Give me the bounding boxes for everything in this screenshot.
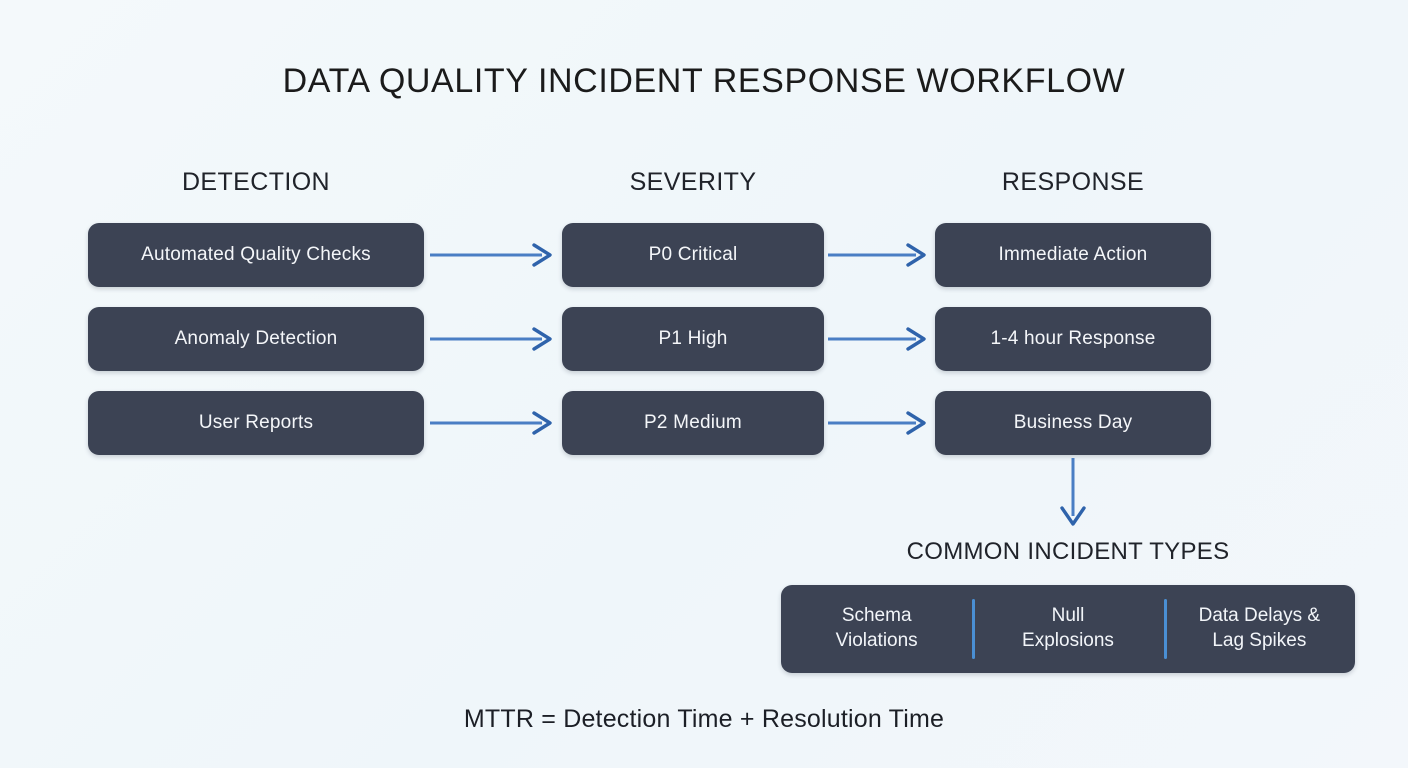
incident-types-label: COMMON INCIDENT TYPES xyxy=(906,538,1230,565)
incident-type-line1: Null xyxy=(1051,605,1085,627)
response-box-3[interactable]: Business Day xyxy=(935,391,1211,455)
arrow-right-icon xyxy=(828,327,926,351)
arrow-severity-to-response-2 xyxy=(828,327,932,351)
arrow-detection-to-severity-3 xyxy=(430,411,558,435)
column-header-response: RESPONSE xyxy=(1001,168,1145,196)
arrow-detection-to-severity-2 xyxy=(430,327,558,351)
incident-type-line1: Schema xyxy=(841,605,912,627)
mttr-formula: MTTR = Detection Time + Resolution Time xyxy=(463,705,945,733)
arrow-detection-to-severity-1 xyxy=(430,243,558,267)
arrow-down-icon xyxy=(1060,458,1086,526)
incident-type-line1: Data Delays & xyxy=(1198,605,1321,627)
severity-box-2[interactable]: P1 High xyxy=(562,307,824,371)
page-title: DATA QUALITY INCIDENT RESPONSE WORKFLOW xyxy=(282,62,1126,100)
incident-type-item[interactable]: Null Explosions xyxy=(972,585,1163,673)
column-header-severity: SEVERITY xyxy=(629,168,757,196)
incident-type-item[interactable]: Data Delays & Lag Spikes xyxy=(1164,585,1355,673)
incident-types-panel: Schema Violations Null Explosions Data D… xyxy=(781,585,1355,673)
incident-type-text: Null Explosions xyxy=(1022,604,1114,653)
response-box-2[interactable]: 1-4 hour Response xyxy=(935,307,1211,371)
incident-type-line2: Violations xyxy=(835,630,918,651)
arrow-right-icon xyxy=(430,327,552,351)
detection-box-3[interactable]: User Reports xyxy=(88,391,424,455)
arrow-severity-to-response-1 xyxy=(828,243,932,267)
incident-type-item[interactable]: Schema Violations xyxy=(781,585,972,673)
arrow-severity-to-response-3 xyxy=(828,411,932,435)
arrow-right-icon xyxy=(430,243,552,267)
incident-type-line2: Explosions xyxy=(1022,630,1114,651)
severity-box-3[interactable]: P2 Medium xyxy=(562,391,824,455)
column-header-detection: DETECTION xyxy=(181,168,331,196)
incident-type-text: Schema Violations xyxy=(836,604,918,653)
severity-box-1[interactable]: P0 Critical xyxy=(562,223,824,287)
detection-box-2[interactable]: Anomaly Detection xyxy=(88,307,424,371)
arrow-right-icon xyxy=(430,411,552,435)
incident-type-text: Data Delays & Lag Spikes xyxy=(1199,604,1320,653)
arrow-response-to-incident-types xyxy=(1055,458,1091,530)
arrow-right-icon xyxy=(828,243,926,267)
detection-box-1[interactable]: Automated Quality Checks xyxy=(88,223,424,287)
arrow-right-icon xyxy=(828,411,926,435)
response-box-1[interactable]: Immediate Action xyxy=(935,223,1211,287)
incident-type-line2: Lag Spikes xyxy=(1212,630,1307,651)
